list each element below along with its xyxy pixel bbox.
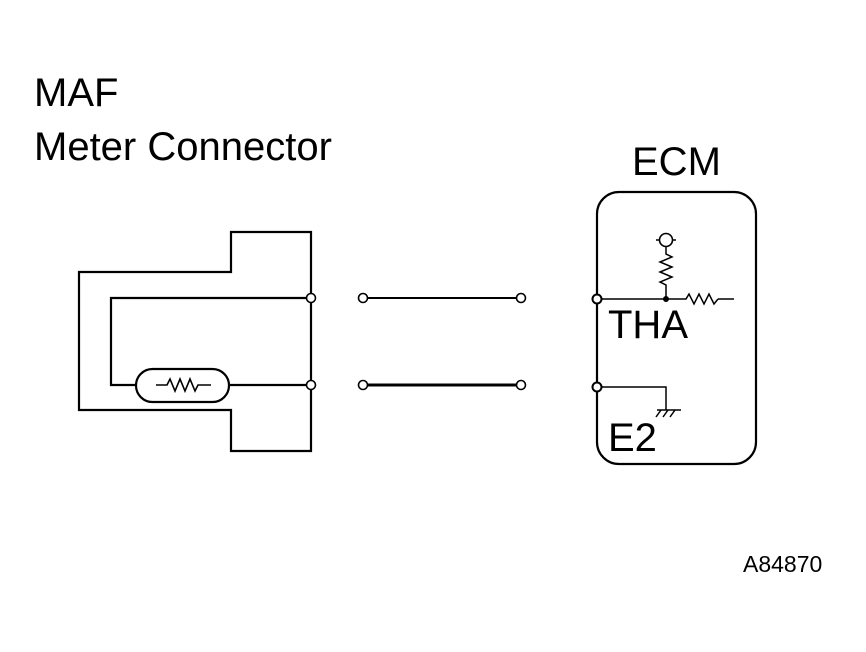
ground-hatch-3 xyxy=(669,409,676,418)
harness-terminal-4 xyxy=(515,379,527,391)
maf-terminal-lower xyxy=(305,379,317,391)
sensor-resistor xyxy=(156,376,211,394)
ground-hatch-1 xyxy=(655,409,662,418)
tha-junction-dot xyxy=(663,296,669,302)
maf-label-line1: MAF xyxy=(34,71,119,115)
e2-terminal-label: E2 xyxy=(608,416,657,460)
harness-terminal-3 xyxy=(357,379,369,391)
e2-line xyxy=(597,386,667,410)
ecm-terminal-tha xyxy=(591,293,603,305)
ecm-pullup-resistor xyxy=(658,244,674,299)
ecm-label: ECM xyxy=(632,140,721,184)
maf-connector-body xyxy=(77,230,313,453)
ecm-box xyxy=(595,190,758,466)
intake-air-temp-sensor xyxy=(134,367,231,404)
ecm-supply-icon xyxy=(658,232,674,248)
maf-internal-wire xyxy=(109,296,311,387)
ground-hatch-2 xyxy=(662,409,669,418)
harness-terminal-1 xyxy=(357,292,369,304)
ecm-resistor-horizontal xyxy=(680,292,719,306)
figure-id: A84870 xyxy=(743,551,823,577)
ecm-terminal-e2 xyxy=(591,381,603,393)
maf-terminal-upper xyxy=(305,292,317,304)
tha-terminal-label: THA xyxy=(608,303,688,347)
maf-label-line2: Meter Connector xyxy=(34,125,332,169)
harness-terminal-2 xyxy=(515,292,527,304)
